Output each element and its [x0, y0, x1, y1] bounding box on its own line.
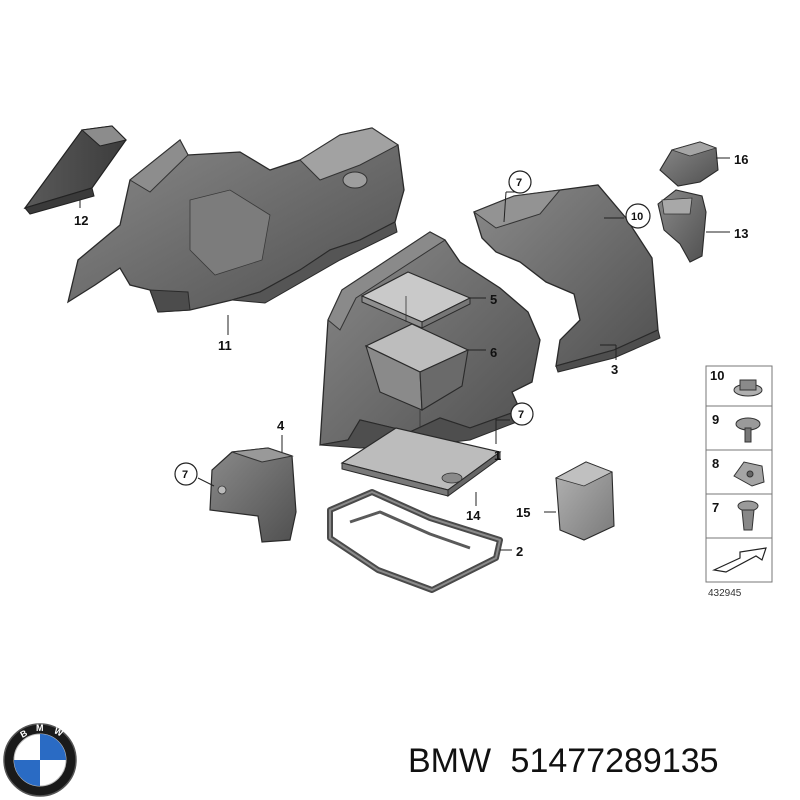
callout-6: 6 [490, 345, 497, 360]
legend-label-7: 7 [712, 500, 719, 515]
part-13-bracket [657, 189, 707, 263]
fastener-legend: 10 9 8 7 432945 [705, 365, 773, 599]
callout-12: 12 [74, 213, 88, 228]
part-11-left-trim [66, 127, 405, 313]
bmw-logo: B M W [3, 723, 77, 797]
part-6-storage-box [364, 296, 470, 428]
callout-4: 4 [277, 418, 285, 433]
part-14-floor-panel [340, 427, 502, 497]
part-2-frame [327, 489, 503, 593]
ring-7-mid-label: 7 [518, 409, 524, 421]
part-16-cover [554, 461, 615, 541]
part-3-right-trim [472, 184, 661, 373]
callout-5: 5 [490, 292, 497, 307]
ring-7-left [174, 462, 198, 486]
nut-icon [733, 379, 763, 397]
ring-7-top [508, 170, 532, 194]
ring-7-top-label: 7 [516, 177, 522, 189]
callout-14: 14 [466, 508, 481, 523]
ring-7-left-label: 7 [182, 469, 188, 481]
callouts: 12 11 3 5 6 1 14 2 4 16 13 15 7 10 7 7 [74, 152, 748, 559]
direction-arrow-icon [711, 547, 767, 573]
ring-7-mid [510, 402, 534, 426]
legend-label-10: 10 [710, 368, 724, 383]
callout-16: 15 [516, 505, 530, 520]
legend-label-8: 8 [712, 456, 719, 471]
callout-13: 13 [734, 226, 748, 241]
callout-2: 2 [516, 544, 523, 559]
part-4-side-bracket [209, 447, 297, 543]
legend-label-9: 9 [712, 412, 719, 427]
callout-3: 3 [611, 362, 618, 377]
brand-name: BMW [408, 742, 492, 780]
part-5-tray-lid [360, 271, 472, 329]
part-15-bracket [659, 141, 719, 187]
part-12-wedge [23, 125, 127, 215]
ring-10-label: 10 [631, 211, 643, 223]
diagram-number: 432945 [708, 588, 742, 599]
svg-text:B: B [18, 728, 29, 740]
callout-15: 16 [734, 152, 748, 167]
part-number: 51477289135 [510, 742, 719, 780]
svg-text:M: M [36, 723, 44, 733]
ring-10 [625, 203, 651, 229]
clip-nut-icon [733, 461, 765, 487]
callout-1: 1 [494, 448, 501, 463]
leader-lines [79, 157, 730, 551]
expanding-rivet-icon [737, 500, 759, 531]
part-caption: BMW 51477289135 [408, 736, 798, 786]
screw-icon [735, 417, 761, 443]
callout-11: 11 [218, 338, 232, 353]
